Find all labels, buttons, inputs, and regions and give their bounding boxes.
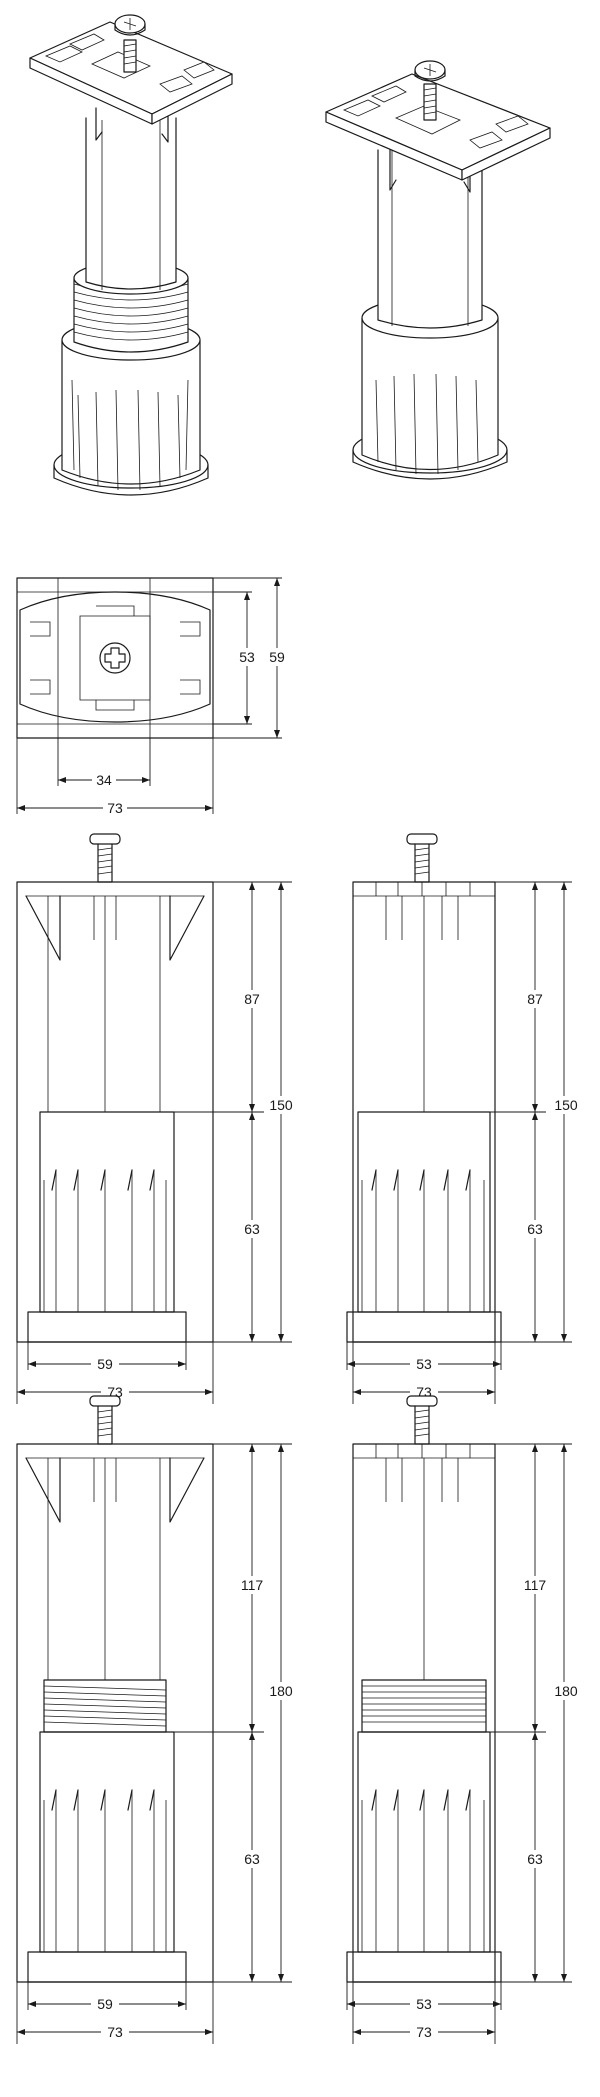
dim-s150-87: 87 bbox=[527, 991, 543, 1007]
dim-top-53: 53 bbox=[239, 649, 255, 665]
iso-view-threaded bbox=[29, 14, 233, 496]
dim-top-73: 73 bbox=[107, 800, 123, 816]
dim-f180-59: 59 bbox=[97, 1996, 113, 2012]
dim-f180-63: 63 bbox=[244, 1851, 260, 1867]
top-view: 53 59 34 73 bbox=[16, 577, 288, 816]
dim-s180-53: 53 bbox=[416, 1996, 432, 2012]
dim-f180-117: 117 bbox=[241, 1577, 264, 1593]
side-view-180: 117 63 180 53 73 bbox=[346, 1395, 582, 2044]
iso-view-smooth bbox=[325, 60, 551, 480]
screw-iso bbox=[114, 14, 146, 73]
dim-f150-63: 63 bbox=[244, 1221, 260, 1237]
thread-side-180 bbox=[361, 1679, 487, 1733]
side-view-150: 87 63 150 53 73 bbox=[346, 833, 582, 1404]
thread-front-180 bbox=[43, 1679, 167, 1733]
dim-s150-150: 150 bbox=[554, 1097, 578, 1113]
dim-f150-87: 87 bbox=[244, 991, 260, 1007]
dim-top-59: 59 bbox=[269, 649, 285, 665]
dim-s180-73: 73 bbox=[416, 2024, 432, 2040]
dim-f180-180: 180 bbox=[269, 1683, 293, 1699]
front-view-180: 117 63 180 59 73 bbox=[16, 1395, 298, 2044]
dim-s180-117: 117 bbox=[524, 1577, 547, 1593]
dim-s180-180: 180 bbox=[554, 1683, 578, 1699]
dim-top-34: 34 bbox=[96, 772, 112, 788]
front-view-150: 87 63 150 59 73 bbox=[16, 833, 298, 1404]
dim-s150-53: 53 bbox=[416, 1356, 432, 1372]
dim-f150-59: 59 bbox=[97, 1356, 113, 1372]
screw-iso-2 bbox=[414, 60, 446, 121]
dim-f150-150: 150 bbox=[269, 1097, 293, 1113]
dim-s180-63: 63 bbox=[527, 1851, 543, 1867]
dim-s150-63: 63 bbox=[527, 1221, 543, 1237]
dim-f180-73: 73 bbox=[107, 2024, 123, 2040]
